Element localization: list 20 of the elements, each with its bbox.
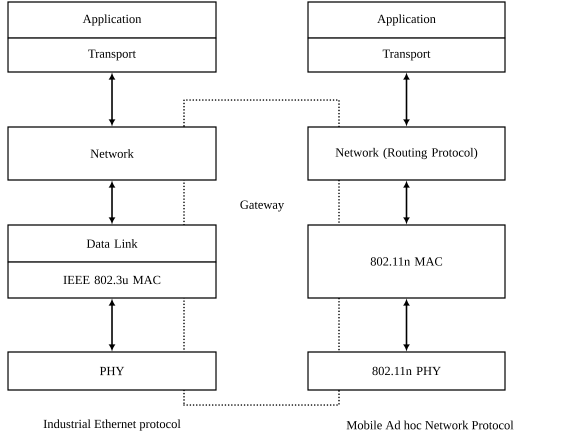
- column-caption: Industrial Ethernet protocol: [44, 419, 181, 431]
- column-caption: Mobile Ad hoc Network Protocol: [346, 420, 514, 430]
- layer-box: Network: [7, 126, 217, 181]
- layer-box: 802.11n MAC: [307, 224, 506, 299]
- double-arrow: [404, 182, 410, 223]
- gateway-label: Gateway: [240, 200, 284, 212]
- layer-box: Transport: [307, 37, 506, 73]
- double-arrow: [404, 74, 410, 125]
- layer-box: Application: [307, 1, 506, 39]
- double-arrow: [109, 182, 115, 223]
- layer-box: Data Link: [7, 224, 217, 263]
- double-arrow: [109, 74, 115, 125]
- layer-box: Transport: [7, 37, 217, 73]
- layer-box: 802.11n PHY: [307, 351, 506, 391]
- layer-box: IEEE 802.3u MAC: [7, 261, 217, 299]
- double-arrow: [404, 300, 410, 350]
- layer-box: Application: [7, 1, 217, 39]
- layer-box: Network (Routing Protocol): [307, 126, 506, 181]
- double-arrow: [109, 300, 115, 350]
- layer-box: PHY: [7, 351, 217, 391]
